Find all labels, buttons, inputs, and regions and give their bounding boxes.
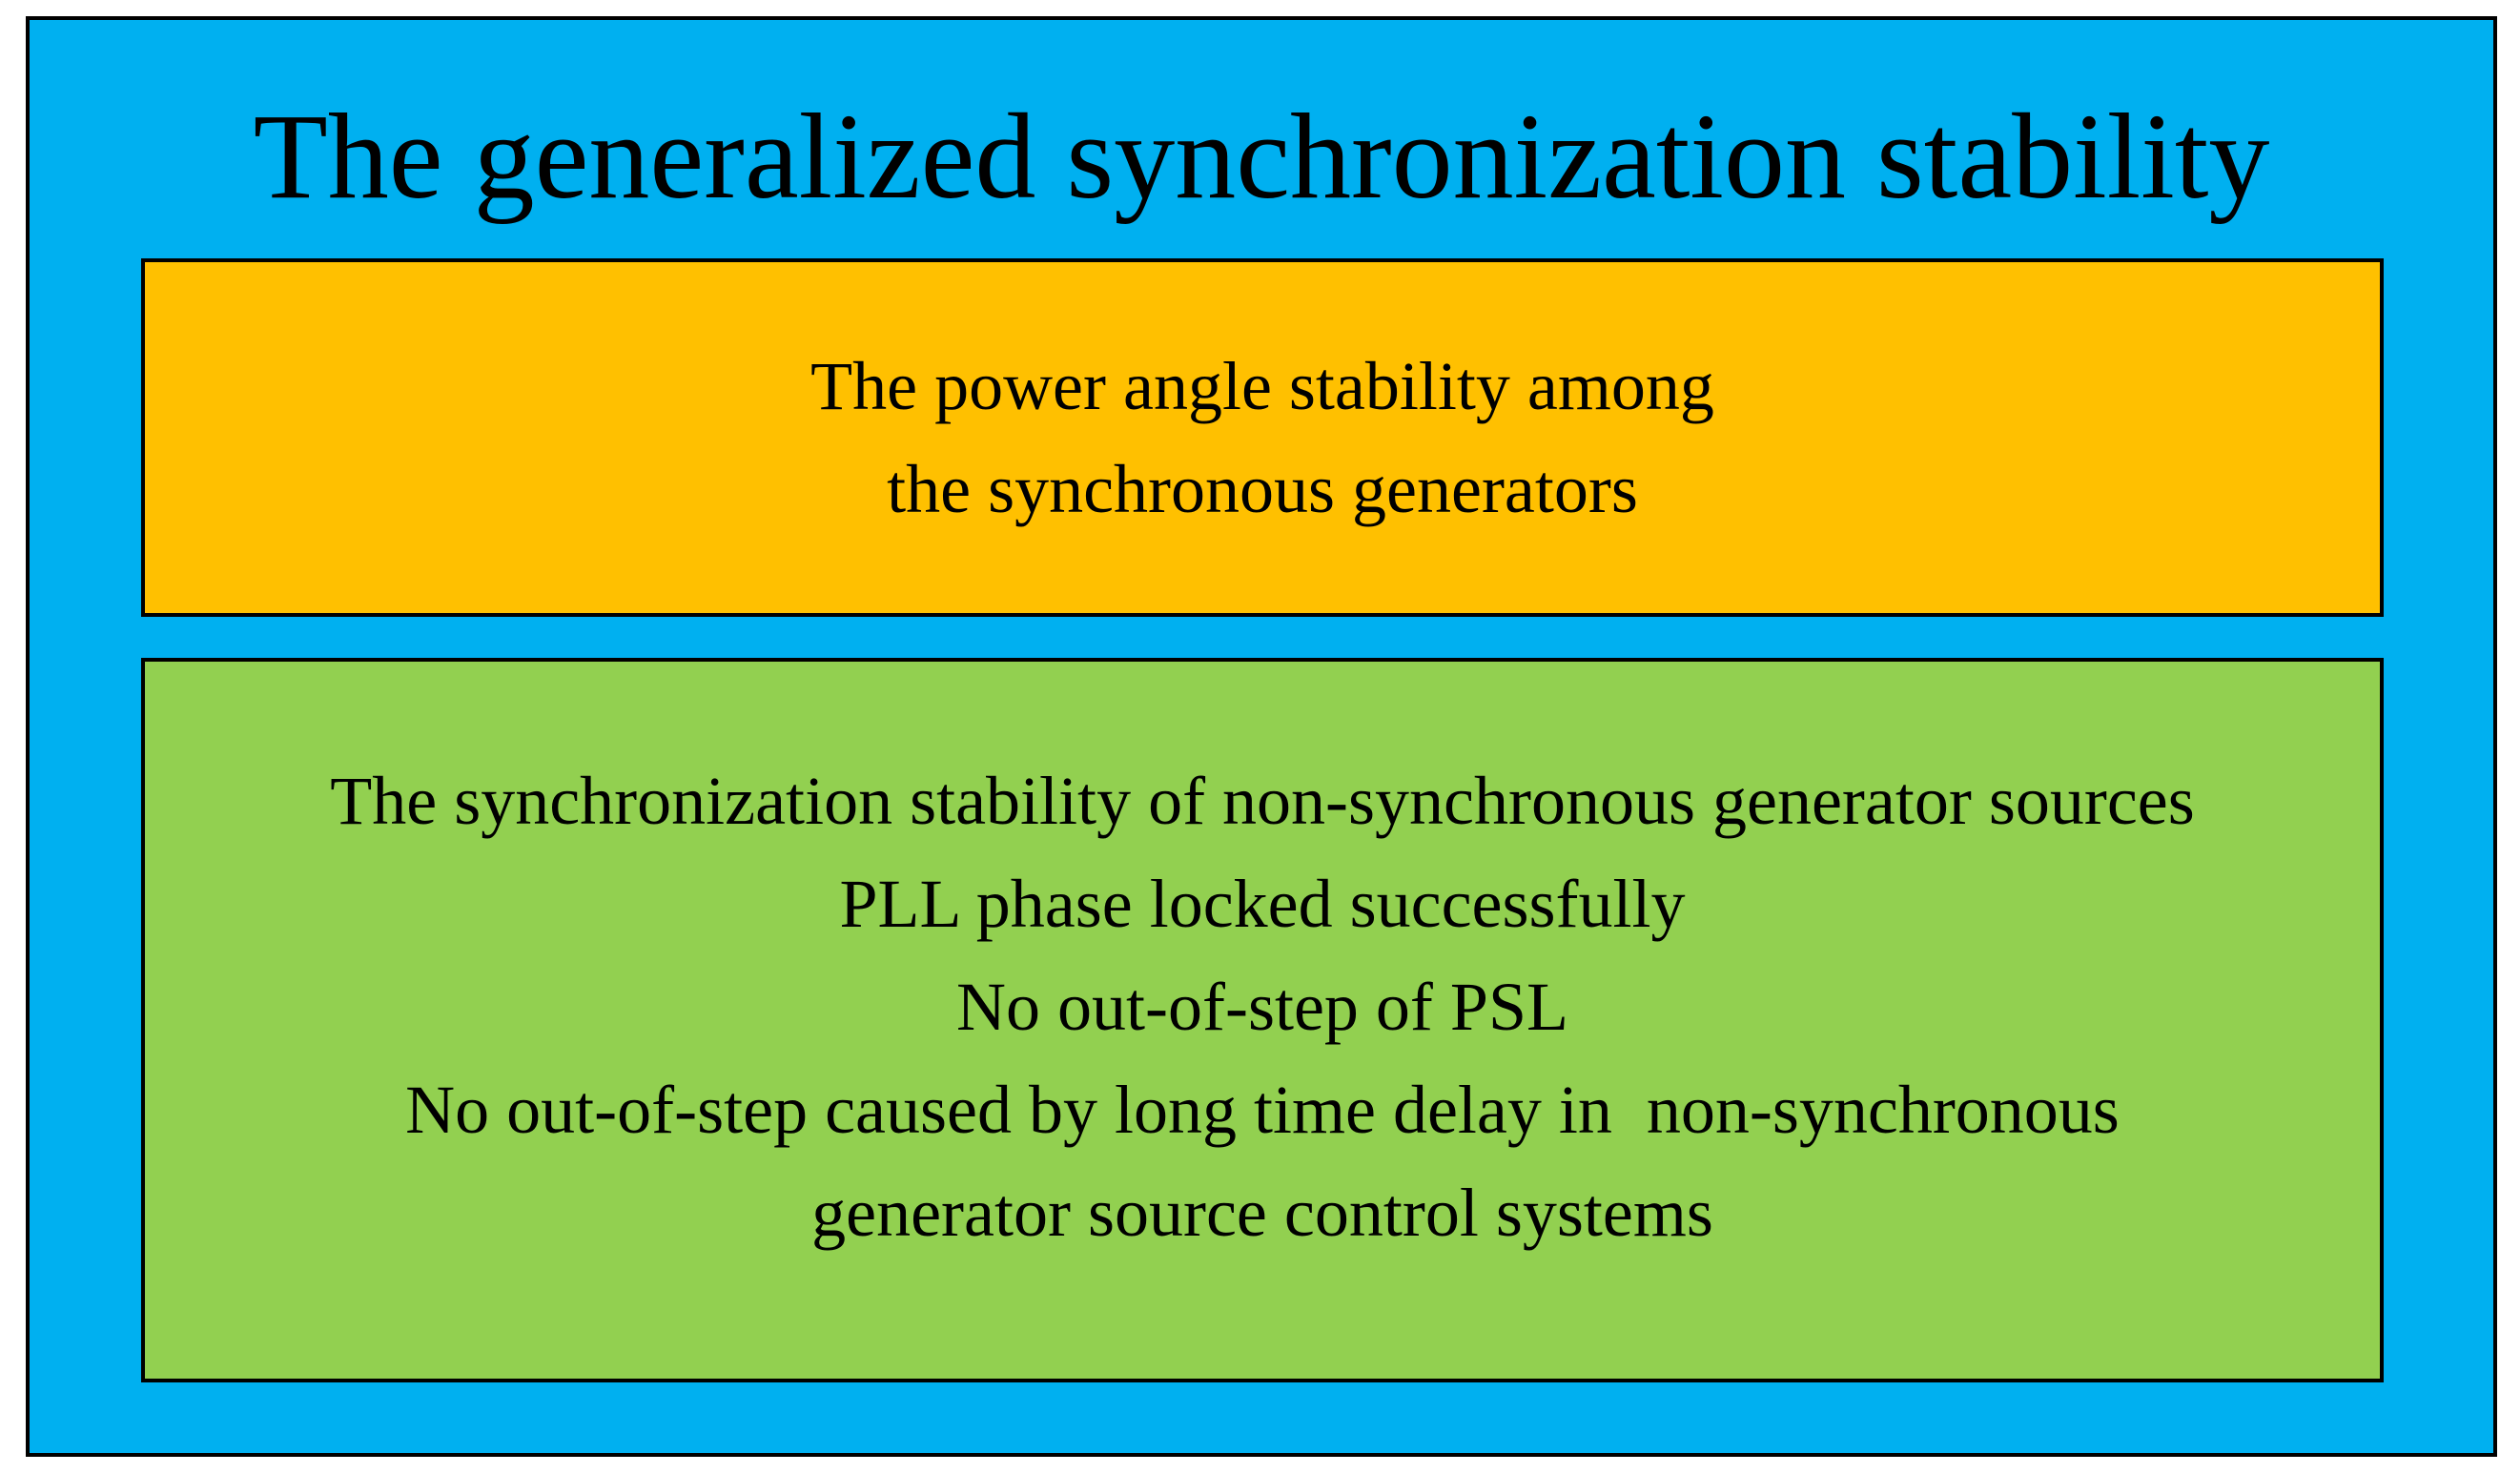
- power-angle-line-1: The power angle stability among: [810, 348, 1714, 424]
- generalized-stability-container: The generalized synchronization stabilit…: [26, 16, 2497, 1457]
- non-sync-line-3: No out-of-step of PSL: [956, 969, 1568, 1045]
- non-sync-line-5: generator source control systems: [811, 1175, 1713, 1251]
- non-sync-line-1: The synchronization stability of non-syn…: [330, 763, 2195, 839]
- non-synchronous-stability-box: The synchronization stability of non-syn…: [141, 658, 2384, 1382]
- diagram-title: The generalized synchronization stabilit…: [253, 89, 2270, 224]
- power-angle-line-2: the synchronous generators: [887, 451, 1638, 527]
- non-sync-line-2: PLL phase locked successfully: [839, 866, 1686, 942]
- non-sync-line-4: No out-of-step caused by long time delay…: [405, 1072, 2120, 1148]
- power-angle-stability-box: The power angle stability among the sync…: [141, 258, 2384, 617]
